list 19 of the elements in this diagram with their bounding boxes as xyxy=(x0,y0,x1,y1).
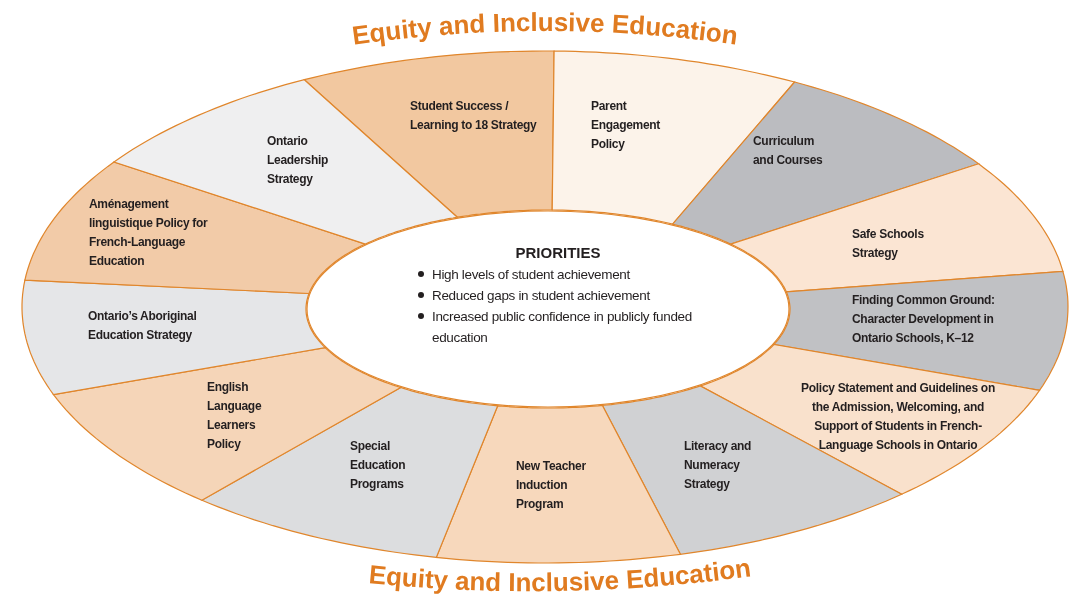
segment-label: Parent Engagement Policy xyxy=(591,98,661,153)
segment-label: Ontario Leadership Strategy xyxy=(267,133,330,188)
segment-label: English Language Learners Policy xyxy=(207,379,263,453)
segment-label: Curriculum and Courses xyxy=(753,133,824,169)
segment-label: Finding Common Ground: Character Development in Ontario Schools, K–12 xyxy=(852,292,996,347)
segment-label: Literacy and Numeracy Strategy xyxy=(684,438,753,493)
banner-text: Equity and Inclusive Education xyxy=(350,7,740,51)
segment-label: Aménagement linguistique Policy for French-Language Education xyxy=(89,196,209,270)
segment-label: Safe Schools Strategy xyxy=(852,226,925,262)
segment-label: Policy Statement and Guidelines on the Admission, Welcoming, and Support of Students in French-Language Schools in Ontario xyxy=(800,380,996,454)
priority-item: High levels of student achievement xyxy=(432,266,630,284)
segment-label: New Teacher Induction Program xyxy=(516,458,587,513)
priority-item: Reduced gaps in student achievement xyxy=(432,287,650,305)
segment-label: Special Education Programs xyxy=(350,438,407,493)
segment-label: Student Success / Learning to 18 Strategy xyxy=(410,98,538,134)
segment-label: Ontario’s Aboriginal Education Strategy xyxy=(88,308,198,344)
banner-text: Equity and Inclusive Education xyxy=(367,552,753,598)
priority-item: Increased public confidence in publicly funded education xyxy=(432,308,693,347)
priorities-heading: PRIORITIES xyxy=(514,243,602,263)
